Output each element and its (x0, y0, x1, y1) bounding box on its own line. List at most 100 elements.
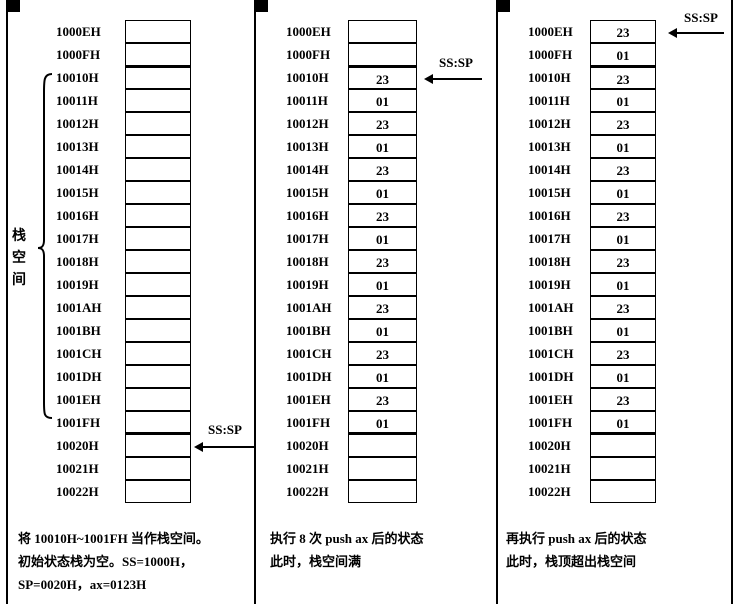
memory-row: 10020H (498, 434, 735, 457)
memory-cell (125, 112, 191, 135)
memory-cell: 23 (348, 250, 417, 273)
address-label: 1000EH (56, 24, 101, 39)
address-label: 10011H (528, 93, 570, 108)
panel-caption: 再执行 push ax 后的状态 (506, 531, 647, 546)
memory-row: 10010H (8, 66, 256, 89)
memory-cell: 23 (590, 342, 656, 365)
address-label: 1000EH (286, 24, 331, 39)
memory-row: 1001FH 01 (498, 411, 735, 434)
memory-row: 1001BH (8, 319, 256, 342)
memory-cell: 23 (348, 158, 417, 181)
stack-space-label: 空 (12, 251, 26, 266)
address-label: 1001FH (528, 415, 573, 430)
memory-cell (125, 181, 191, 204)
address-label: 10015H (56, 185, 99, 200)
panel-caption: 初始状态栈为空。SS=1000H， (18, 554, 193, 569)
memory-cell: 01 (590, 181, 656, 204)
memory-row: 10022H (256, 480, 498, 503)
panel-marker (8, 0, 20, 12)
address-label: 10012H (528, 116, 571, 131)
memory-cell: 23 (590, 296, 656, 319)
memory-cell: 01 (348, 227, 417, 250)
address-label: 1001AH (286, 300, 332, 315)
memory-cell: 01 (348, 319, 417, 342)
address-label: 1000FH (528, 47, 573, 62)
memory-cell (125, 135, 191, 158)
address-label: 10022H (286, 484, 329, 499)
memory-cell: 23 (348, 388, 417, 411)
memory-cell: 23 (348, 112, 417, 135)
address-label: 10014H (528, 162, 571, 177)
memory-cell (125, 227, 191, 250)
panel-caption: 此时，栈空间满 (270, 554, 362, 569)
address-label: 10018H (56, 254, 99, 269)
memory-cell (348, 457, 417, 480)
address-label: 10019H (286, 277, 329, 292)
memory-row: 10019H (8, 273, 256, 296)
panel-caption: 此时，栈顶超出栈空间 (506, 554, 637, 569)
address-label: 10012H (286, 116, 329, 131)
memory-row: 10022H (8, 480, 256, 503)
memory-cell (125, 66, 191, 89)
address-label: 1000FH (56, 47, 101, 62)
address-label: 1000FH (286, 47, 331, 62)
memory-cell: 01 (348, 89, 417, 112)
address-label: 1001EH (286, 392, 331, 407)
ss-sp-label: SS:SP (208, 421, 242, 437)
address-label: 1001FH (286, 415, 331, 430)
memory-cell: 23 (590, 158, 656, 181)
memory-cell (125, 319, 191, 342)
address-label: 10019H (56, 277, 99, 292)
memory-cell (125, 20, 191, 43)
memory-cell: 01 (348, 273, 417, 296)
panel-marker (256, 0, 268, 12)
address-label: 10021H (286, 461, 329, 476)
address-label: 10016H (528, 208, 571, 223)
address-label: 1001EH (528, 392, 573, 407)
memory-row: 10019H 01 (256, 273, 498, 296)
address-label: 10015H (528, 185, 571, 200)
address-label: 10011H (56, 93, 98, 108)
memory-cell (125, 480, 191, 503)
address-label: 10018H (528, 254, 571, 269)
address-label: 1001BH (528, 323, 573, 338)
memory-cell: 23 (348, 204, 417, 227)
ss-sp-label: SS:SP (439, 54, 473, 70)
memory-row: 10015H (8, 181, 256, 204)
panel-caption: 将 10010H~1001FH 当作栈空间。 (18, 531, 209, 546)
address-label: 1001BH (286, 323, 331, 338)
address-label: 10013H (56, 139, 99, 154)
memory-cell (348, 480, 417, 503)
stack-space-label: 间 (12, 273, 26, 288)
memory-row: 10012H 23 (256, 112, 498, 135)
memory-row: 1000EH (256, 20, 498, 43)
address-label: 1001EH (56, 392, 101, 407)
memory-cell (348, 434, 417, 457)
address-label: 10020H (56, 438, 99, 453)
memory-cell: 01 (590, 43, 656, 66)
address-label: 10010H (528, 70, 571, 85)
address-label: 10011H (286, 93, 328, 108)
memory-row: 10020H (256, 434, 498, 457)
memory-row: 10020H (8, 434, 256, 457)
memory-cell: 01 (590, 227, 656, 250)
address-label: 1001FH (56, 415, 101, 430)
address-label: 1001DH (286, 369, 332, 384)
memory-cell: 01 (590, 411, 656, 434)
memory-row: 10021H (8, 457, 256, 480)
